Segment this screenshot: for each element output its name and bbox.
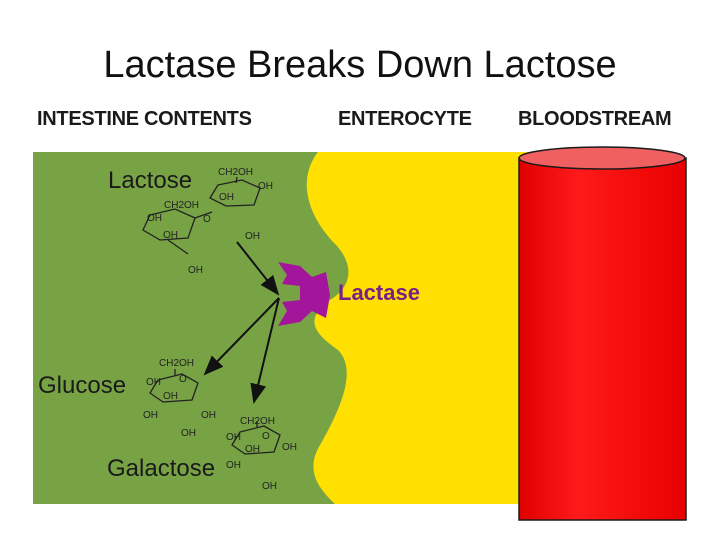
glucose-structure-labels: CH2OH O OH OH OH OH OH	[143, 358, 216, 439]
lactose-structure	[142, 176, 261, 255]
intestine-region	[33, 152, 349, 504]
glucose-label: Glucose	[38, 372, 126, 399]
lactose-label: Lactose	[108, 167, 192, 194]
enterocyte-region	[305, 152, 530, 504]
galactose-structure	[231, 421, 281, 455]
svg-text:OH: OH	[226, 432, 241, 443]
svg-text:OH: OH	[163, 391, 178, 402]
svg-text:CH2OH: CH2OH	[240, 416, 275, 427]
arrow-to-glucose	[203, 297, 280, 376]
svg-text:OH: OH	[143, 410, 158, 421]
lactose-structure-labels: CH2OH OH OH OH CH2OH O OH OH OH	[147, 167, 273, 276]
svg-text:O: O	[262, 431, 270, 442]
svg-text:OH: OH	[147, 213, 162, 224]
svg-text:O: O	[203, 214, 211, 225]
lactase-enzyme-icon	[278, 262, 330, 326]
svg-text:OH: OH	[163, 230, 178, 241]
arrow-to-galactose	[250, 297, 280, 404]
svg-text:OH: OH	[226, 460, 241, 471]
galactose-label: Galactose	[107, 455, 215, 482]
slide-title: Lactase Breaks Down Lactose	[103, 44, 617, 86]
svg-text:OH: OH	[258, 181, 273, 192]
svg-text:OH: OH	[181, 428, 196, 439]
svg-text:OH: OH	[219, 192, 234, 203]
svg-text:OH: OH	[262, 481, 277, 492]
svg-text:O: O	[179, 374, 187, 385]
bloodstream-label: BLOODSTREAM	[518, 108, 672, 130]
svg-text:OH: OH	[245, 231, 260, 242]
enterocyte-label: ENTEROCYTE	[338, 108, 472, 130]
glucose-structure	[149, 369, 199, 403]
svg-text:OH: OH	[146, 377, 161, 388]
svg-text:CH2OH: CH2OH	[164, 200, 199, 211]
intestine-contents-label: INTESTINE CONTENTS	[37, 108, 252, 130]
arrow-lactose-to-lactase	[236, 241, 280, 296]
lactase-label: Lactase	[338, 280, 420, 305]
svg-text:OH: OH	[201, 410, 216, 421]
galactose-structure-labels: CH2OH O OH OH OH OH OH	[226, 416, 297, 492]
svg-text:OH: OH	[282, 442, 297, 453]
svg-text:CH2OH: CH2OH	[218, 167, 253, 178]
svg-text:OH: OH	[245, 444, 260, 455]
svg-text:CH2OH: CH2OH	[159, 358, 194, 369]
bloodstream-vessel	[518, 146, 687, 521]
svg-text:OH: OH	[188, 265, 203, 276]
